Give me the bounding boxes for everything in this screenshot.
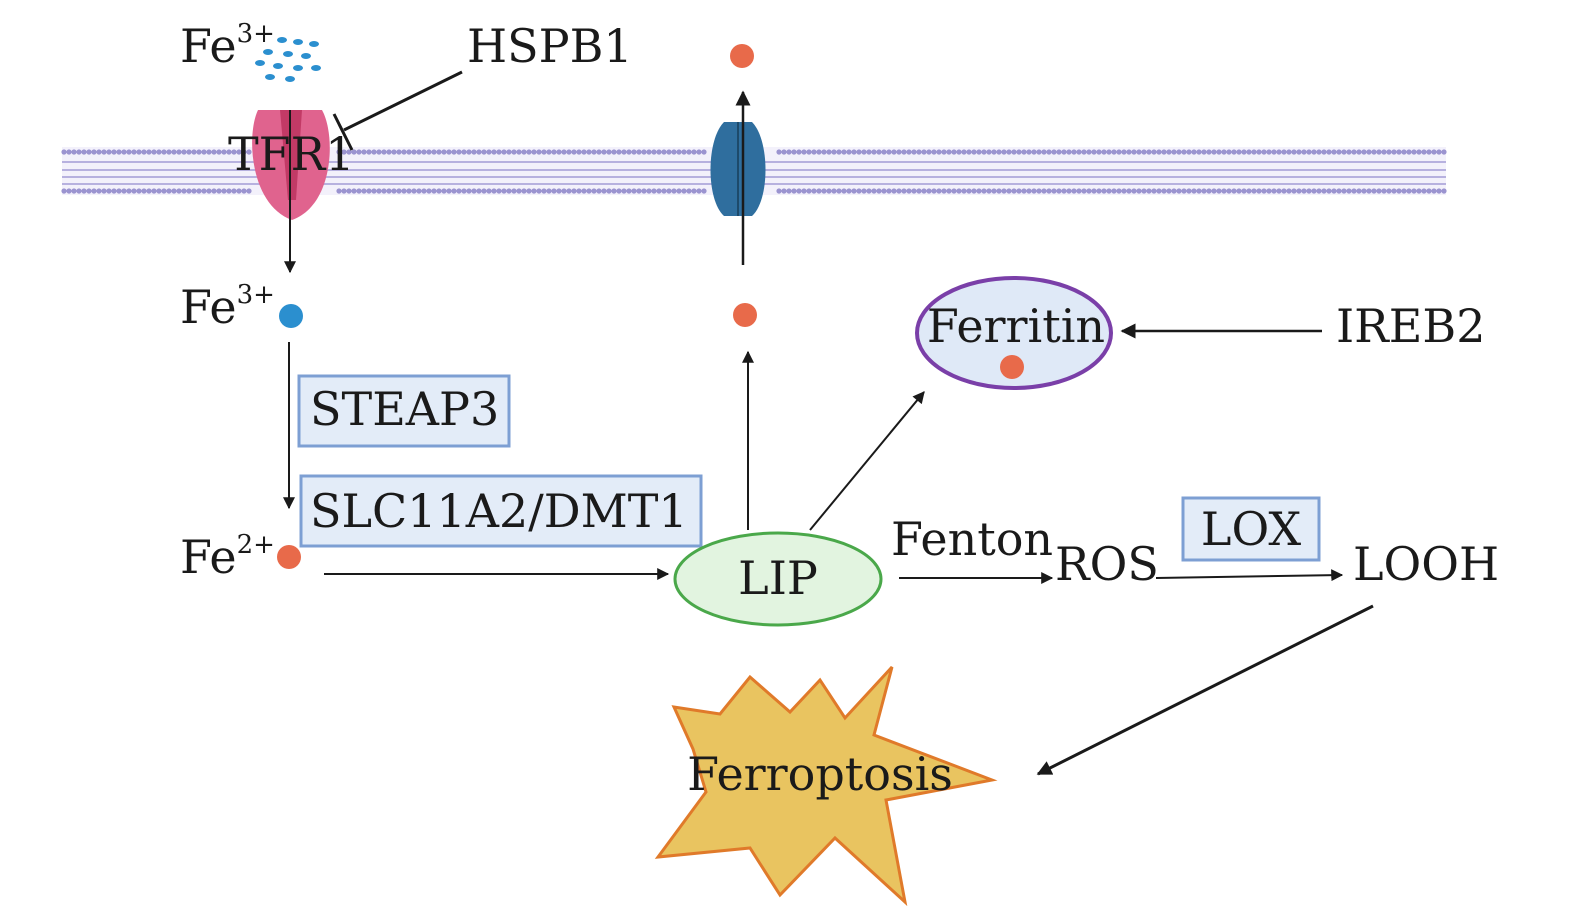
ros-label: ROS [1055, 537, 1159, 591]
tfr1-label: TFR1 [228, 127, 355, 181]
ireb2-label: IREB2 [1336, 299, 1485, 353]
hspb1-label: HSPB1 [467, 19, 633, 73]
ferritin-label: Ferritin [927, 299, 1105, 353]
lip-ellipse [673, 531, 883, 627]
slc11a2-dmt1-box [299, 474, 703, 548]
lox-label: LOX [1201, 502, 1301, 556]
cytosolic-iron-ion [733, 303, 757, 327]
steap3-label: STEAP3 [310, 382, 499, 436]
hspb1-inhibition-line [332, 70, 463, 151]
looh-to-ferroptosis-arrow [1036, 604, 1374, 776]
lip-to-ferritin-arrow [809, 391, 925, 531]
fe3-ion [279, 304, 303, 328]
slc11a2-dmt1-label: SLC11A2/DMT1 [310, 484, 688, 538]
exported-iron-ion [730, 44, 754, 68]
fe3-extracellular-label: Fe3+ [180, 19, 275, 73]
fe3-intracellular-label: Fe3+ [180, 280, 275, 334]
ferritin-iron-ion [1000, 355, 1024, 379]
fe2-label: Fe2+ [180, 530, 275, 584]
lip-label: LIP [738, 551, 818, 605]
ros-to-looh-arrow [1155, 569, 1344, 582]
ferroptosis-starburst [654, 665, 998, 906]
looh-label: LOOH [1353, 537, 1499, 591]
extracellular-fe3-dots [255, 37, 321, 82]
membrane-lipid-heads [61, 149, 1447, 194]
ferroportin-channel [710, 122, 766, 216]
fe2-ion [277, 545, 301, 569]
steap3-box [297, 374, 511, 448]
lox-box [1181, 496, 1321, 562]
ferroptosis-label: Ferroptosis [687, 747, 953, 801]
ferritin-ellipse [915, 276, 1113, 390]
fenton-label: Fenton [891, 512, 1053, 566]
